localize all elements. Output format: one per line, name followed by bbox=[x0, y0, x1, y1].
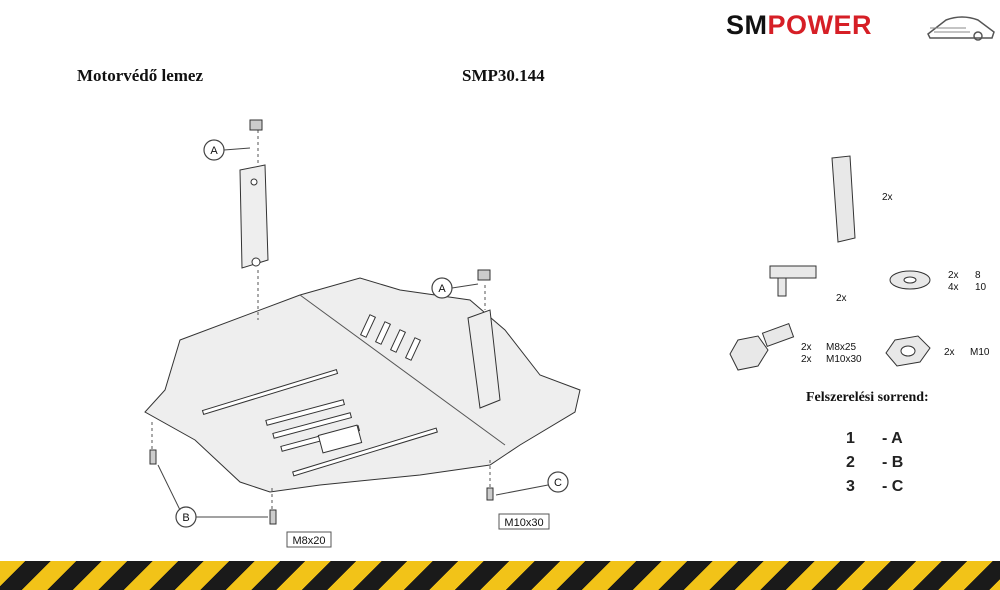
bracket-right bbox=[467, 309, 501, 409]
sequence-step-1-num: 1 bbox=[846, 430, 855, 447]
page-title: Motorvédő lemez bbox=[77, 66, 204, 85]
part-bracket-icon bbox=[831, 155, 856, 243]
car-silhouette-icon bbox=[927, 16, 995, 41]
part-number: SMP30.144 bbox=[462, 66, 545, 85]
callout-c bbox=[547, 471, 569, 493]
part-bolt-clip-icon bbox=[769, 265, 817, 279]
hazard-stripe-footer bbox=[0, 561, 1000, 590]
washer-size-2: 10 bbox=[975, 282, 987, 293]
callout-a-top-label: A bbox=[210, 145, 218, 157]
callout-a-right-label: A bbox=[438, 283, 446, 295]
bolt-label-left: M8x20 bbox=[292, 535, 325, 547]
part-bolt-clip-qty: 2x bbox=[836, 293, 847, 304]
bolt-qty-1: 2x bbox=[801, 342, 812, 353]
sequence-title: Felszerelési sorrend: bbox=[806, 390, 929, 405]
sequence-step-3-num: 3 bbox=[846, 478, 855, 495]
bracket-left bbox=[239, 164, 269, 269]
skid-plate-diagram: A A B C M8x20 M10x30 bbox=[144, 119, 931, 548]
sequence-step-2-letter: - B bbox=[882, 454, 904, 471]
skid-plate bbox=[144, 277, 581, 493]
brand-logo: SMPOWER bbox=[726, 4, 996, 46]
brand-logo-sm: SM bbox=[726, 10, 768, 40]
brand-logo-power: POWER bbox=[767, 10, 873, 40]
part-bracket-qty: 2x bbox=[882, 192, 893, 203]
sequence-step-2-num: 2 bbox=[846, 454, 855, 471]
sequence-step-3-letter: - C bbox=[882, 478, 904, 495]
nut-size: M10 bbox=[970, 347, 990, 358]
part-bolt-icon bbox=[729, 335, 769, 371]
bolt-size-2: M10x30 bbox=[826, 354, 862, 365]
callout-b-label: B bbox=[182, 512, 189, 524]
washer-qty-2: 4x bbox=[948, 282, 959, 293]
bolt-label-right: M10x30 bbox=[504, 517, 543, 529]
bolt-qty-2: 2x bbox=[801, 354, 812, 365]
washer-size-1: 8 bbox=[975, 270, 981, 281]
nut-qty: 2x bbox=[944, 347, 955, 358]
washer-qty-1: 2x bbox=[948, 270, 959, 281]
callout-c-label: C bbox=[554, 477, 562, 489]
sequence-step-1-letter: - A bbox=[882, 430, 903, 447]
bolt-size-1: M8x25 bbox=[826, 342, 857, 353]
